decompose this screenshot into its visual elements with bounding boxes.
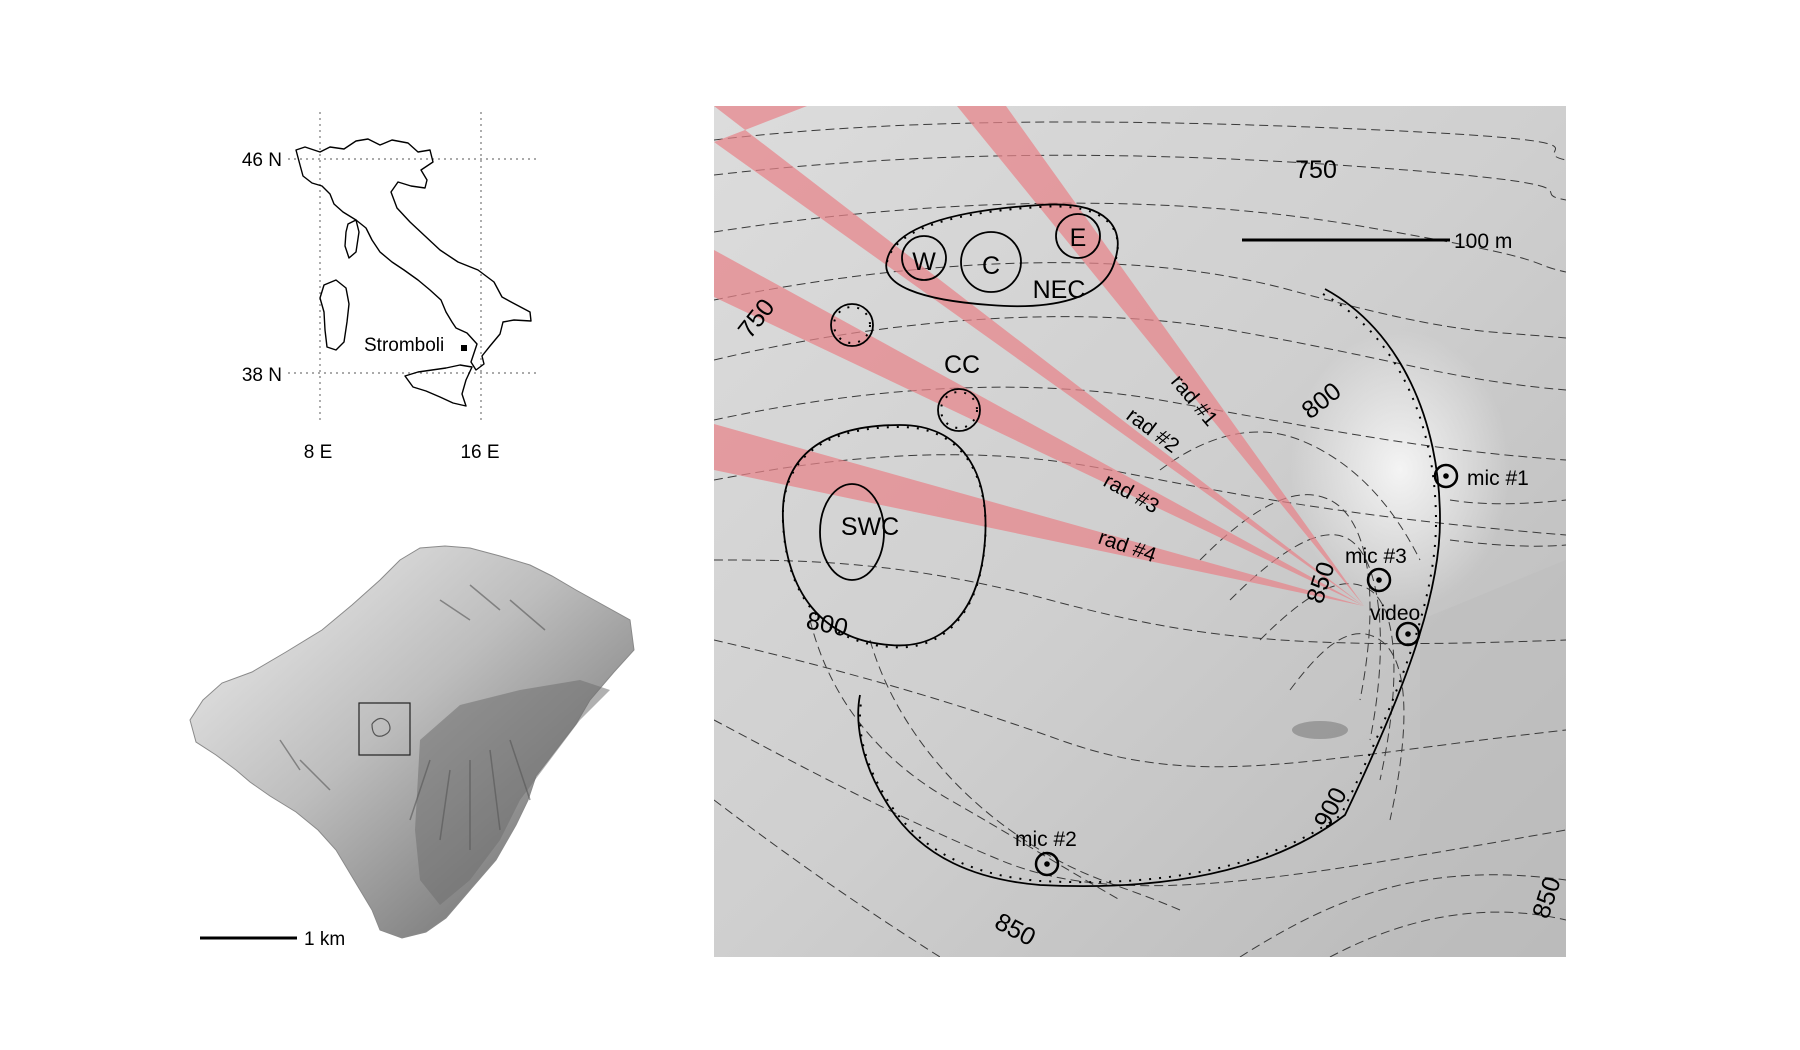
- crater-scale-label: 100 m: [1454, 230, 1512, 253]
- small-vent-rim: [830, 303, 874, 347]
- stromboli-label: Stromboli: [364, 335, 444, 356]
- area-label-swc: SWC: [841, 513, 899, 541]
- lat-label-46: 46 N: [242, 150, 282, 171]
- station-marker-mic-3: [1366, 567, 1392, 593]
- summit-highlight: [1290, 330, 1510, 610]
- italy-map: Stromboli 46 N 38 N 8 E 16 E: [242, 112, 540, 463]
- ridge-shadow: [1292, 721, 1348, 739]
- summit-crater-icon: [371, 717, 391, 737]
- lat-label-38: 38 N: [242, 365, 282, 386]
- station-label-mic-1: mic #1: [1467, 467, 1529, 490]
- swc-inner-rim: [819, 483, 885, 581]
- summit-terrace-rim: [857, 288, 1441, 887]
- sardinia-outline: [319, 279, 350, 351]
- vent-label-e: E: [1070, 224, 1087, 252]
- island-hillshade: [189, 545, 635, 939]
- radar-beam-4: [714, 424, 1364, 606]
- radar-beam-1: [957, 106, 1364, 606]
- lower-slope-shading: [1420, 560, 1566, 957]
- radar-beam-2: [714, 106, 1364, 606]
- swc-rim: [782, 424, 987, 647]
- station-marker-mic-2: [1034, 851, 1060, 877]
- vent-label-w: W: [912, 248, 936, 276]
- vent-c-rim: [960, 231, 1022, 293]
- station-marker-video: [1395, 621, 1421, 647]
- station-label-mic-3: mic #3: [1345, 545, 1407, 568]
- area-label-nec: NEC: [1033, 276, 1086, 304]
- italy-mainland-outline: [295, 138, 532, 371]
- station-marker-mic-1: [1433, 463, 1459, 489]
- station-label-video: video: [1370, 602, 1420, 625]
- vent-w-rim: [901, 235, 947, 281]
- corsica-outline: [344, 219, 360, 259]
- summit-area-box: [358, 702, 411, 756]
- crater-map: W C E NEC CC SWC rad #1 rad #2 rad #3 ra…: [714, 106, 1567, 957]
- sicily-outline: [404, 364, 473, 407]
- station-label-mic-2: mic #2: [1015, 828, 1077, 851]
- rim-ticks: [781, 205, 1438, 884]
- island-scale-label: 1 km: [304, 929, 345, 950]
- vent-label-c: C: [982, 252, 1000, 280]
- island-ridge-shadow: [415, 680, 610, 905]
- nec-rim: [885, 203, 1119, 308]
- area-label-cc: CC: [944, 351, 980, 379]
- island-gully-lines: [279, 584, 546, 850]
- radar-beam-3: [714, 250, 1364, 606]
- vent-e-rim: [1055, 213, 1101, 259]
- stromboli-marker-icon: [461, 345, 467, 351]
- lon-label-16: 16 E: [460, 442, 499, 463]
- contour-label-750-top: 750: [1295, 156, 1337, 184]
- cc-vent-rim: [937, 388, 981, 432]
- radar-beams: [714, 106, 1364, 606]
- lon-label-8: 8 E: [304, 442, 333, 463]
- crater-rims: [782, 203, 1441, 887]
- island-map: 1 km: [189, 545, 635, 950]
